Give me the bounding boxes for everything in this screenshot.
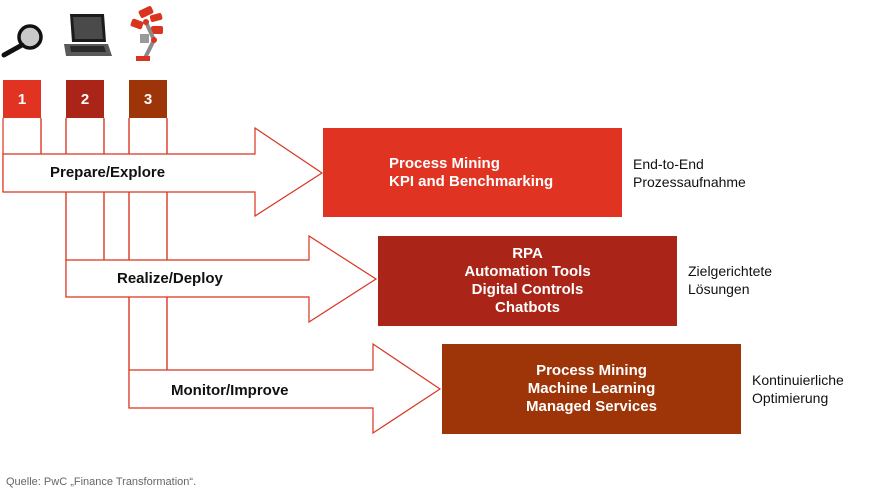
phase-3-description-line: Kontinuierliche bbox=[752, 372, 844, 388]
phase-2-item: RPA bbox=[512, 245, 543, 262]
phase-3-description-line: Optimierung bbox=[752, 390, 829, 406]
phase-3-item: Process Mining bbox=[536, 362, 647, 379]
phase-2-item: Digital Controls bbox=[471, 281, 584, 298]
step-3-badge: 3 bbox=[129, 80, 167, 118]
phase-label-realize-deploy: Realize/Deploy bbox=[117, 270, 223, 287]
arrow-monitor-improve bbox=[128, 342, 442, 435]
phase-label-prepare-explore: Prepare/Explore bbox=[50, 164, 166, 181]
phase-1-description-line: Prozessaufnahme bbox=[633, 174, 746, 190]
phase-2-description: Zielgerichtete Lösungen bbox=[688, 262, 772, 298]
magnifier-icon bbox=[1, 24, 43, 58]
laptop-icon bbox=[64, 14, 112, 56]
phase-2-box: RPA Automation Tools Digital Controls Ch… bbox=[378, 236, 677, 326]
arrow-prepare-explore bbox=[2, 126, 324, 218]
phase-3-item: Managed Services bbox=[526, 398, 657, 415]
phase-3-item: Machine Learning bbox=[527, 380, 656, 397]
phase-1-item: KPI and Benchmarking bbox=[389, 172, 554, 190]
phase-3-box: Process Mining Machine Learning Managed … bbox=[442, 344, 741, 434]
phase-1-description-line: End-to-End bbox=[633, 156, 704, 172]
phase-label-monitor-improve: Monitor/Improve bbox=[171, 382, 289, 399]
phase-1-item: Process Mining bbox=[389, 154, 500, 172]
step-1-badge: 1 bbox=[3, 80, 41, 118]
phase-3-description: Kontinuierliche Optimierung bbox=[752, 371, 844, 407]
phase-2-item: Chatbots bbox=[495, 299, 560, 316]
robot-arm-icon bbox=[130, 6, 163, 61]
arrow-realize-deploy bbox=[65, 234, 378, 324]
phase-1-box: Process Mining KPI and Benchmarking bbox=[323, 128, 622, 217]
phase-2-description-line: Zielgerichtete bbox=[688, 263, 773, 279]
source-note: Quelle: PwC „Finance Transformation“. bbox=[6, 476, 197, 488]
step-2-badge: 2 bbox=[66, 80, 104, 118]
phase-1-description: End-to-End Prozessaufnahme bbox=[633, 155, 746, 191]
phase-2-item: Automation Tools bbox=[464, 263, 591, 280]
phase-2-description-line: Lösungen bbox=[688, 281, 750, 297]
